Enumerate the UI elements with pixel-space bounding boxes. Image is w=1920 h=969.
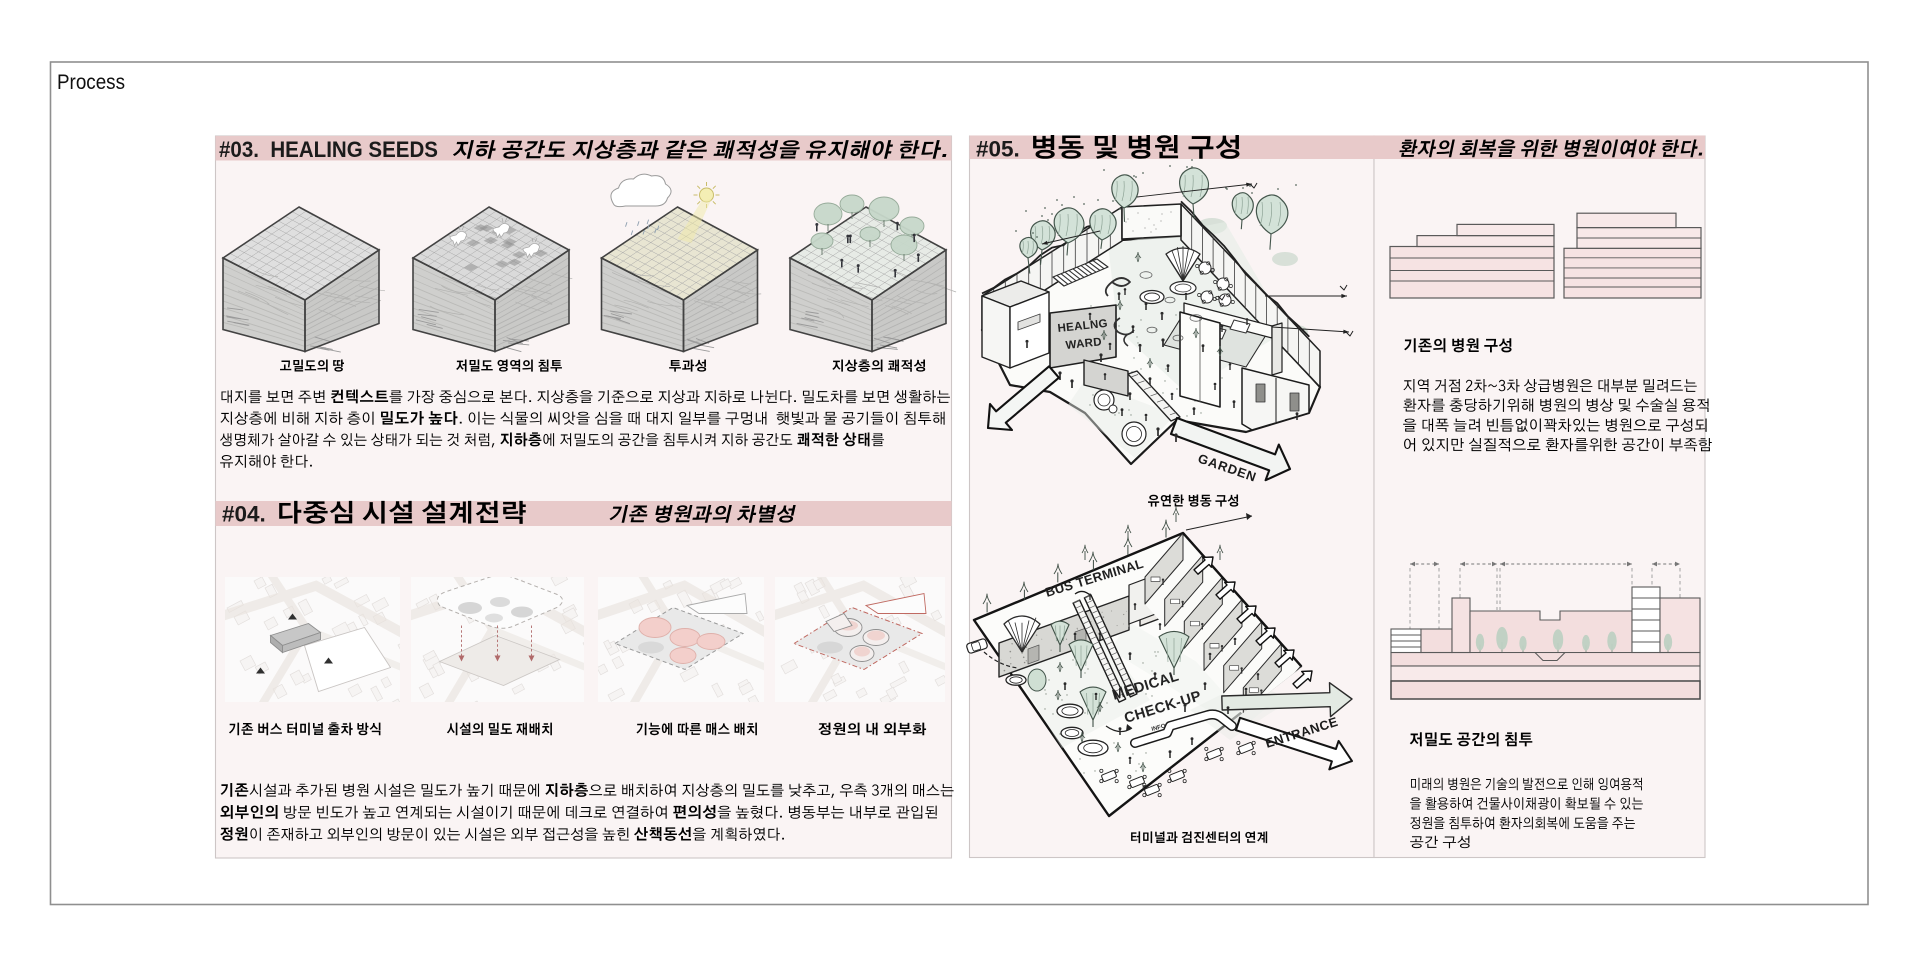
svg-text:#05.: #05. bbox=[976, 137, 1020, 162]
svg-text:INFO: INFO bbox=[1151, 723, 1167, 733]
svg-text:#04.: #04. bbox=[222, 502, 266, 527]
svg-text:WARD: WARD bbox=[1065, 336, 1102, 352]
svg-text:Process: Process bbox=[57, 71, 125, 94]
svg-text:#03. HEALING SEEDS: #03. HEALING SEEDS bbox=[219, 137, 438, 162]
svg-text:HEALNG: HEALNG bbox=[1057, 318, 1108, 335]
